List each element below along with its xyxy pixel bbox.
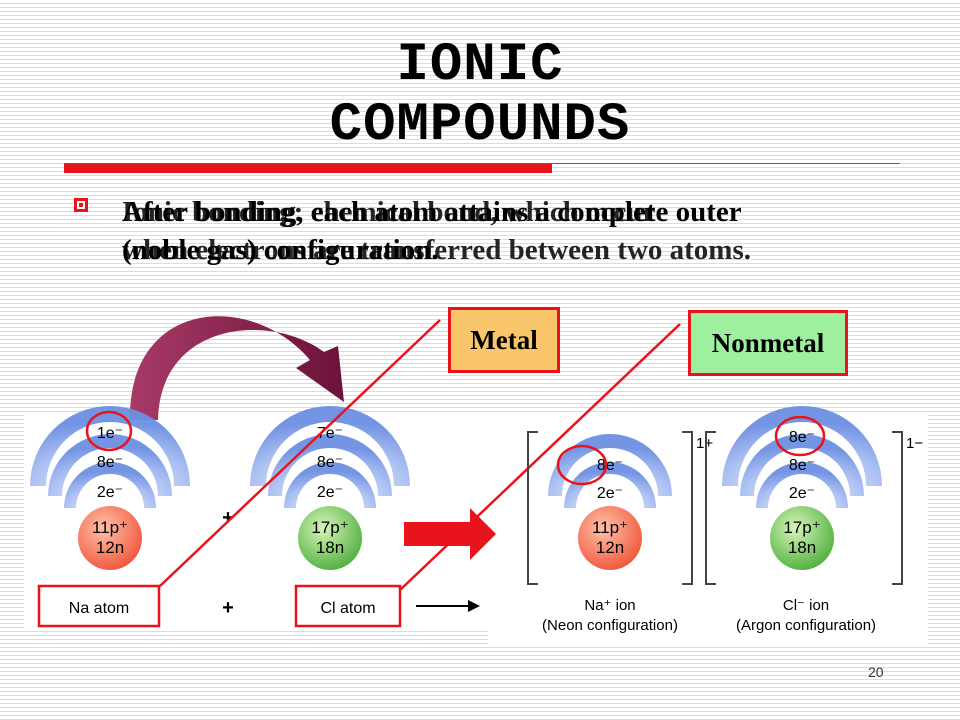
na-ion-shell-2: 2e⁻ xyxy=(597,485,623,502)
na-ion-bracket-left xyxy=(527,431,538,585)
cl-atom xyxy=(250,406,410,570)
cl-shell-3: 2e⁻ xyxy=(317,484,343,501)
page-number: 20 xyxy=(868,664,884,680)
cl-ion xyxy=(722,406,882,570)
na-ion-config: (Neon configuration) xyxy=(542,617,678,634)
na-shell-3: 2e⁻ xyxy=(97,484,123,501)
page-title-line2: COMPOUNDS xyxy=(329,95,631,156)
cl-ion-bracket-left xyxy=(705,431,716,585)
bullet-icon xyxy=(74,198,88,212)
title-divider-thin xyxy=(64,163,900,164)
cl-shell-2: 8e⁻ xyxy=(317,454,343,471)
na-atom xyxy=(30,406,190,570)
cl-ion-charge: 1− xyxy=(906,435,923,452)
metal-label: Metal xyxy=(448,307,560,373)
cl-ion-shell-3: 2e⁻ xyxy=(789,485,815,502)
ions-panel xyxy=(488,412,928,644)
cl-ion-config: (Argon configuration) xyxy=(736,617,876,634)
na-ion-neutrons: 12n xyxy=(596,538,624,557)
caption-arrow-head xyxy=(468,600,480,612)
cl-ion-shell-2: 8e⁻ xyxy=(789,457,815,474)
electron-transfer-arrow xyxy=(129,316,344,420)
metal-pointer-line xyxy=(159,319,441,587)
cl-ion-neutrons: 18n xyxy=(788,538,816,557)
cl-ion-shell-1: 8e⁻ xyxy=(789,429,815,446)
na-ion-protons: 11p⁺ xyxy=(592,518,628,537)
na-ion-bracket-right xyxy=(682,431,693,585)
na-ion-caption: Na⁺ ion xyxy=(584,597,635,614)
reaction-arrow-red xyxy=(404,508,496,560)
na-shell-1: 1e⁻ xyxy=(97,425,123,442)
page-title-line1: IONIC xyxy=(396,35,564,96)
cl-ion-outer-circle xyxy=(774,415,826,457)
na-neutrons: 12n xyxy=(96,538,124,557)
plus-sign-upper: + xyxy=(222,507,234,529)
na-protons: 11p⁺ xyxy=(92,518,128,537)
cl-ion-bracket-right xyxy=(892,431,903,585)
cl-caption-box xyxy=(294,584,402,628)
na-ion xyxy=(548,434,672,570)
bullet-text-overlay: Ionic bonding: chemical bond, which occu… xyxy=(122,196,751,266)
na-ion-shell-1: 8e⁻ xyxy=(597,457,623,474)
na-ion-charge: 1+ xyxy=(696,435,713,452)
cl-neutrons: 18n xyxy=(316,538,344,557)
na-ion-outer-circle xyxy=(556,444,608,486)
na-caption-box xyxy=(37,584,161,628)
title-divider-red xyxy=(64,164,552,173)
na-shell-2: 8e⁻ xyxy=(97,454,123,471)
na-caption: Na atom xyxy=(69,600,129,617)
cl-caption: Cl atom xyxy=(320,600,375,617)
na-valence-circle xyxy=(85,410,133,452)
bullet-text-under: After bonding, each atom attains a compl… xyxy=(122,196,742,266)
cl-ion-protons: 17p⁺ xyxy=(783,518,820,537)
plus-sign-lower: + xyxy=(222,597,234,619)
cl-ion-caption: Cl⁻ ion xyxy=(783,597,829,614)
cl-protons: 17p⁺ xyxy=(311,518,348,537)
nonmetal-label: Nonmetal xyxy=(688,310,848,376)
